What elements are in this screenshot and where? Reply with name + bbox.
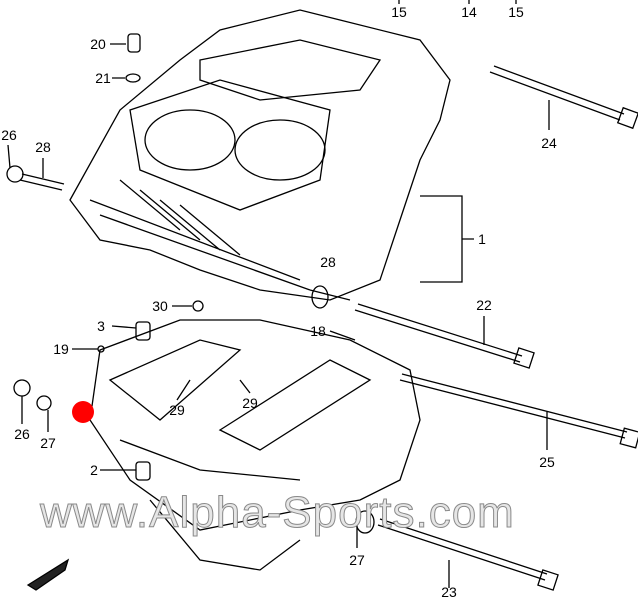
callout-15[interactable]: 15 <box>508 4 524 20</box>
callout-15[interactable]: 15 <box>391 4 407 20</box>
callout-26[interactable]: 26 <box>1 127 17 143</box>
watermark: www.Alpha-Sports.com <box>40 488 515 538</box>
callout-23[interactable]: 23 <box>441 584 457 600</box>
callout-30[interactable]: 30 <box>152 298 168 314</box>
callout-22[interactable]: 22 <box>476 297 492 313</box>
callout-27[interactable]: 27 <box>349 552 365 568</box>
callout-29[interactable]: 29 <box>169 402 185 418</box>
callout-14[interactable]: 14 <box>461 4 477 20</box>
callout-26[interactable]: 26 <box>14 426 30 442</box>
callout-27[interactable]: 27 <box>40 435 56 451</box>
callout-21[interactable]: 21 <box>95 70 111 86</box>
callout-3[interactable]: 3 <box>97 318 105 334</box>
callout-1[interactable]: 1 <box>478 231 486 247</box>
callout-2[interactable]: 2 <box>90 462 98 478</box>
red-marker-dot <box>72 401 94 423</box>
callout-29[interactable]: 29 <box>242 395 258 411</box>
callout-18[interactable]: 18 <box>310 323 326 339</box>
callout-20[interactable]: 20 <box>90 36 106 52</box>
callout-28[interactable]: 28 <box>320 254 336 270</box>
callout-28[interactable]: 28 <box>35 139 51 155</box>
callout-19[interactable]: 19 <box>53 341 69 357</box>
callout-25[interactable]: 25 <box>539 454 555 470</box>
callout-24[interactable]: 24 <box>541 135 557 151</box>
